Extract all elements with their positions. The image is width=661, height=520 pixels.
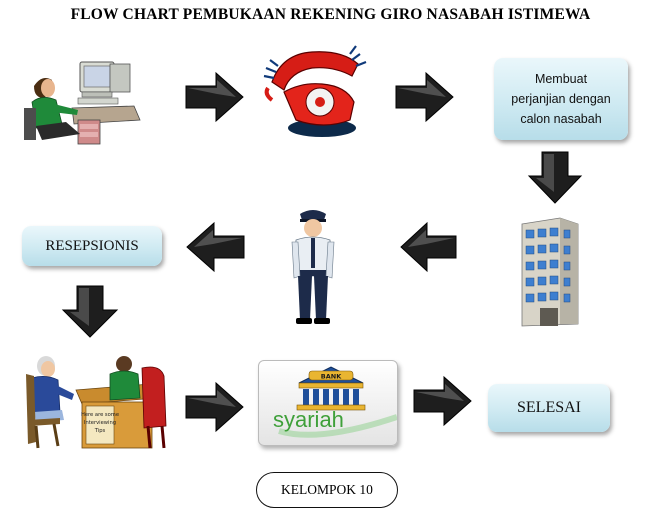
arrow-right-3-icon — [185, 381, 244, 433]
bank-syariah-card: BANK syariah — [258, 360, 398, 446]
receptionist-step-box: RESEPSIONIS — [22, 226, 162, 266]
group-label-pill: KELOMPOK 10 — [256, 472, 398, 508]
arrow-down-1-icon — [527, 151, 583, 204]
agreement-step-box: Membuat perjanjian dengan calon nasabah — [494, 58, 628, 140]
agreement-line-3: calon nasabah — [520, 112, 602, 126]
bank-building-icon: BANK — [296, 366, 366, 411]
arrow-right-4-icon — [413, 375, 472, 427]
arrow-left-1-icon — [400, 221, 457, 273]
bank-sign-text: BANK — [321, 373, 342, 381]
syariah-brand-text: syariah — [273, 407, 344, 432]
telephone-icon — [262, 42, 370, 140]
arrow-down-2-icon — [61, 285, 119, 338]
interview-sign-line-2: Interviewing — [84, 420, 116, 426]
arrow-right-1-icon — [185, 71, 244, 123]
agreement-line-2: perjanjian dengan — [511, 92, 611, 106]
interview-illustration: Here are some Interviewing Tips — [24, 354, 170, 452]
interview-sign-line-1: Here are some — [81, 412, 119, 418]
computer-operator-illustration — [22, 58, 142, 146]
arrow-right-2-icon — [395, 71, 454, 123]
office-building-icon — [516, 216, 584, 328]
finish-step-box: SELESAI — [488, 384, 610, 432]
interview-sign-line-3: Tips — [94, 428, 106, 434]
page-title: FLOW CHART PEMBUKAAN REKENING GIRO NASAB… — [70, 6, 591, 23]
arrow-left-2-icon — [186, 221, 245, 273]
agreement-line-1: Membuat — [534, 72, 588, 86]
security-guard-icon — [288, 208, 338, 326]
